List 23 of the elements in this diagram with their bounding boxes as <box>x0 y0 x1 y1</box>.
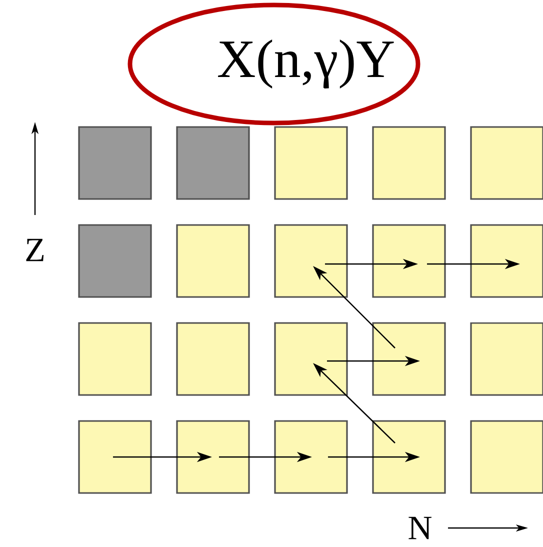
square <box>372 126 446 200</box>
ellipse-label: X(n,γ)Y <box>128 2 420 126</box>
axis-label: Z <box>26 238 44 262</box>
square <box>274 322 348 396</box>
square <box>470 126 543 200</box>
square <box>470 224 543 298</box>
square <box>372 420 446 494</box>
square <box>176 126 250 200</box>
square <box>470 322 543 396</box>
square <box>78 224 152 298</box>
square <box>470 420 543 494</box>
square <box>176 322 250 396</box>
square <box>176 224 250 298</box>
square <box>274 224 348 298</box>
square <box>372 224 446 298</box>
square <box>274 126 348 200</box>
square <box>176 420 250 494</box>
square <box>274 420 348 494</box>
square <box>372 322 446 396</box>
square <box>78 322 152 396</box>
square <box>78 420 152 494</box>
axis-label: N <box>408 516 432 540</box>
square <box>78 126 152 200</box>
